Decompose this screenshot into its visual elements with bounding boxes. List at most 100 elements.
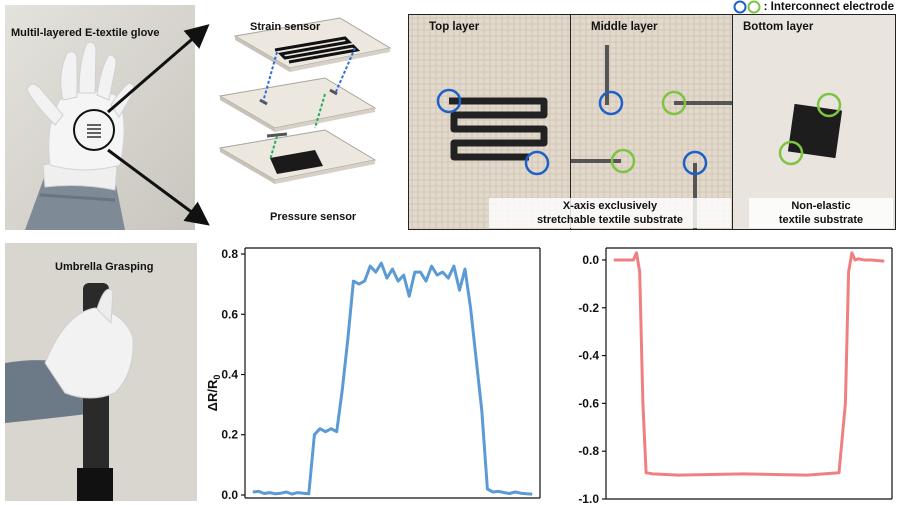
data-point: [838, 472, 840, 474]
data-point: [857, 258, 859, 260]
data-point: [336, 431, 338, 433]
nonelastic-caption-line1: Non-elastic: [791, 200, 851, 212]
data-point: [252, 491, 254, 493]
stretchable-substrate-caption: X-axis exclusively stretchable textile s…: [489, 198, 731, 228]
data-point: [397, 280, 399, 282]
data-point: [453, 265, 455, 267]
data-point: [352, 280, 354, 282]
umbrella-photo-label: Umbrella Grasping: [55, 261, 154, 273]
strain-sensor-pattern: [274, 36, 361, 64]
middle-layer-sheet: [218, 77, 377, 129]
series-line: [614, 251, 885, 477]
y-tick-label: -0.4: [578, 349, 599, 363]
data-point: [280, 492, 282, 494]
interconnect-legend: : Interconnect electrode: [733, 0, 894, 14]
pressure-sensor-pad: [270, 150, 323, 174]
data-point: [619, 259, 621, 261]
data-point: [632, 259, 634, 261]
y-tick-label: 0.8: [221, 247, 238, 261]
data-point: [425, 280, 427, 282]
data-point: [414, 271, 416, 273]
data-point: [324, 431, 327, 433]
data-point: [297, 492, 299, 494]
callout-arrow-lower: [107, 148, 210, 226]
data-point: [870, 259, 872, 261]
data-point: [285, 491, 288, 493]
bottom-green-electrode-a: [816, 92, 842, 118]
umbrella-photo: Umbrella Grasping: [5, 243, 197, 501]
data-point: [806, 474, 808, 476]
y-tick-label: 0.0: [221, 488, 238, 502]
micrograph-strip: Top layer Middle layer Bottom layer X-ax…: [408, 14, 896, 230]
data-point: [475, 358, 477, 360]
top-blue-electrode-a: [436, 88, 462, 114]
bottom-layer-title: Bottom layer: [743, 21, 814, 33]
y-tick-label: 0.4: [221, 368, 238, 382]
data-point: [263, 492, 265, 495]
data-point: [497, 490, 500, 492]
y-tick-label: 0.2: [221, 428, 238, 442]
data-point: [851, 252, 853, 254]
data-point: [436, 274, 438, 276]
data-point: [635, 252, 638, 254]
data-point: [613, 259, 615, 261]
middle-green-electrode-b: [610, 148, 636, 174]
glove-photo-label: Multil-layered E-textile glove: [11, 27, 160, 39]
y-tick-label: 0.0: [582, 253, 599, 267]
data-point: [442, 271, 444, 273]
nonelastic-caption-line2: textile substrate: [778, 214, 864, 226]
y-axis-label: ΔR/R0: [205, 375, 222, 412]
stretchable-caption-line2: stretchable textile substrate: [536, 214, 684, 226]
data-point: [503, 492, 505, 494]
data-point: [330, 428, 332, 430]
data-point: [883, 260, 885, 262]
data-point: [313, 434, 315, 436]
data-point: [308, 493, 310, 495]
y-tick-label: -0.2: [578, 301, 599, 315]
data-point: [274, 493, 276, 495]
bottom-green-electrode-b: [778, 140, 804, 166]
y-axis-label-main: ΔR/R: [205, 379, 220, 411]
pressure-sensor-label: Pressure sensor: [270, 211, 357, 223]
data-point: [642, 402, 644, 404]
data-point: [677, 474, 679, 476]
data-point: [391, 268, 394, 270]
y-tick-label: 0.6: [221, 307, 238, 321]
data-point: [470, 307, 472, 309]
data-point: [375, 271, 377, 273]
data-point: [864, 259, 866, 261]
data-point: [514, 491, 516, 493]
nonelastic-substrate-caption: Non-elastic textile substrate: [749, 198, 893, 228]
data-point: [645, 472, 647, 474]
data-point: [403, 274, 405, 276]
data-point: [431, 265, 433, 267]
data-point: [848, 271, 850, 273]
data-point: [854, 259, 856, 261]
data-point: [419, 271, 421, 273]
middle-green-electrode-a: [661, 90, 687, 116]
top-layer-title: Top layer: [429, 21, 480, 33]
callout-arrow-upper: [107, 24, 210, 114]
data-point: [492, 491, 494, 493]
blue-interconnect-line: [262, 51, 278, 103]
callout-arrows: [107, 24, 210, 226]
pressure-response-chart: 0.0-0.2-0.4-0.6-0.8-1.0: [556, 243, 900, 505]
top-layer-micrograph: Top layer: [409, 15, 571, 229]
data-point: [380, 262, 382, 264]
data-point: [626, 259, 628, 261]
legend-text: : Interconnect electrode: [763, 1, 894, 13]
top-blue-electrode-b: [524, 150, 550, 176]
strain-sensor-label: Strain sensor: [250, 21, 321, 33]
data-point: [269, 492, 271, 494]
data-point: [639, 271, 641, 273]
data-point: [481, 410, 483, 412]
data-point: [347, 337, 349, 339]
data-point: [509, 492, 511, 495]
glove-photo: Multil-layered E-textile glove: [5, 5, 195, 230]
y-tick-label: -0.8: [578, 444, 599, 458]
umbrella-illustration: [5, 243, 197, 501]
data-point: [486, 488, 488, 490]
data-point: [291, 493, 293, 495]
data-point: [458, 289, 461, 291]
